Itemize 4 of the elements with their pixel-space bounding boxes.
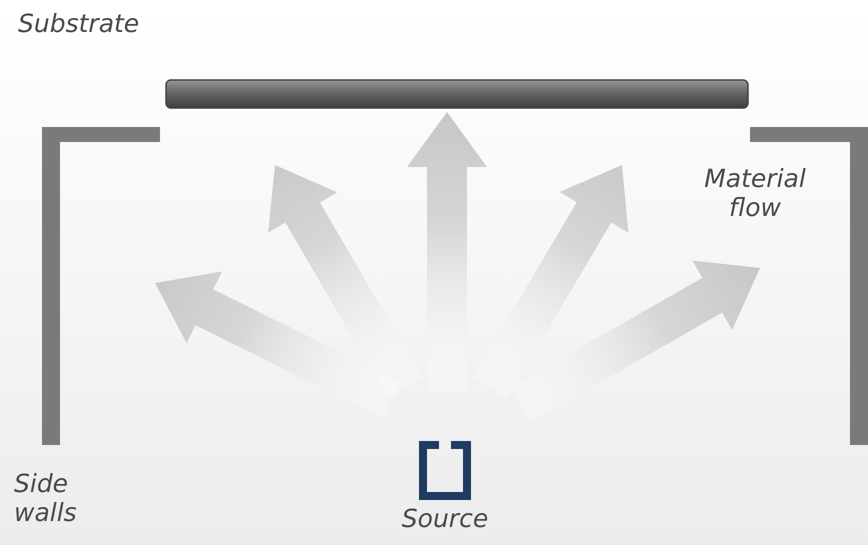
source-label: Source (400, 505, 490, 534)
substrate-label: Substrate (18, 10, 140, 39)
side-walls-label: Side walls (14, 470, 78, 528)
material-flow-label: Material flow (703, 165, 807, 222)
